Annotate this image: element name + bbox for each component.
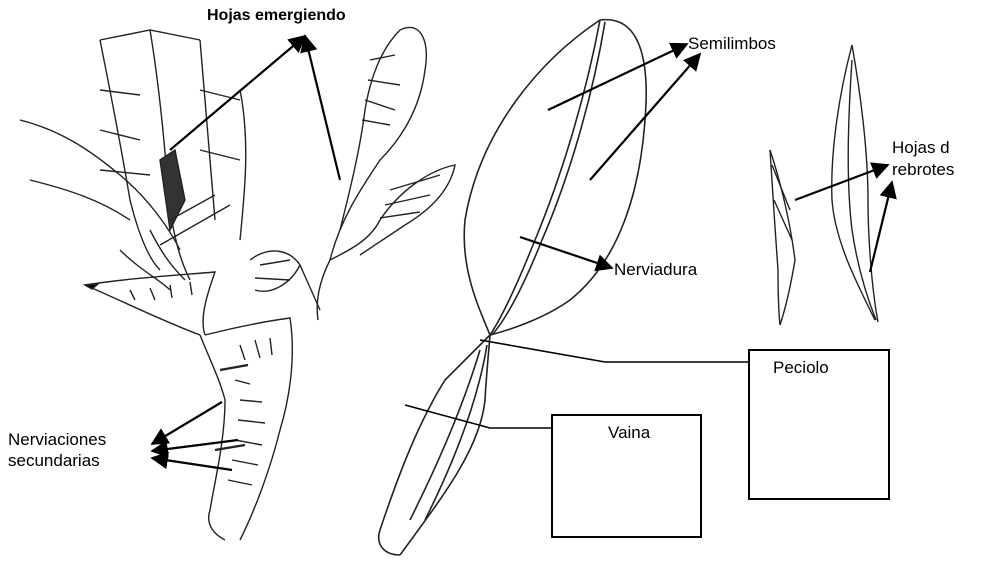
hojas-emergiendo-pointers	[170, 36, 340, 180]
nerviaciones-label-line2: secundarias	[8, 452, 100, 471]
young-leaves-sketch	[250, 27, 455, 320]
peciolo-label: Peciolo	[773, 359, 829, 378]
nerviadura-label: Nerviadura	[614, 261, 697, 280]
emerging-leaves-sketch	[20, 30, 246, 290]
shoot-leaves-sketch	[770, 45, 878, 325]
semilimbos-label: Semilimbos	[688, 35, 776, 54]
nerviadura-pointer	[520, 237, 612, 268]
hojas-rebrotes-label-line1: Hojas d	[892, 139, 950, 158]
nerviaciones-label-line1: Nerviaciones	[8, 431, 106, 450]
hojas-emergiendo-label: Hojas emergiendo	[207, 7, 346, 25]
hojas-rebrotes-label-line2: rebrotes	[892, 161, 954, 180]
semilimbos-pointers	[548, 44, 700, 180]
secondary-veins-sketch	[85, 272, 292, 540]
hojas-rebrotes-pointers	[795, 165, 892, 272]
vaina-label: Vaina	[608, 424, 650, 443]
